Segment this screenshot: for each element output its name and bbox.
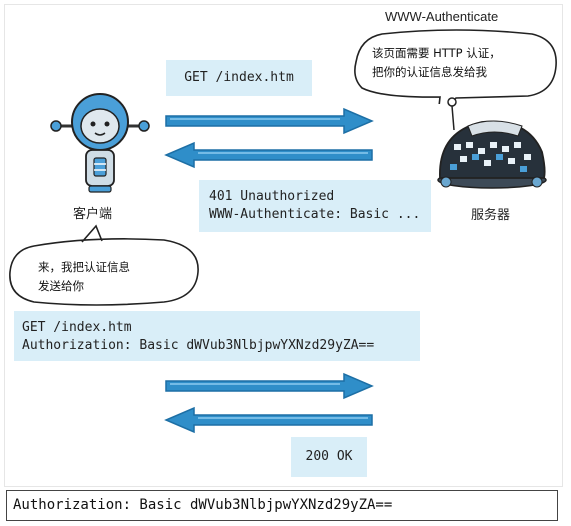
arrow-response2 bbox=[164, 406, 373, 434]
server-robot-icon bbox=[437, 97, 547, 189]
arrow-response1 bbox=[164, 141, 373, 169]
request1-text: GET /index.htm bbox=[184, 70, 294, 85]
arrow-request1 bbox=[165, 107, 374, 135]
request2-box: GET /index.htm Authorization: Basic dWVu… bbox=[14, 311, 420, 361]
client-bubble-line1: 来，我把认证信息 bbox=[38, 260, 130, 274]
response2-text: 200 OK bbox=[305, 449, 353, 464]
client-robot-icon bbox=[50, 93, 150, 193]
diagram-frame bbox=[4, 4, 563, 487]
response2-box: 200 OK bbox=[291, 437, 367, 477]
server-bubble-line1: 该页面需要 HTTP 认证， bbox=[372, 46, 501, 60]
server-title: WWW-Authenticate bbox=[385, 9, 499, 24]
response1-header: WWW-Authenticate: Basic ... bbox=[209, 207, 421, 222]
client-bubble-line2: 发送给你 bbox=[38, 279, 84, 293]
arrow-request2 bbox=[165, 372, 374, 400]
request2-line: GET /index.htm bbox=[22, 320, 132, 335]
client-speech-bubble bbox=[9, 224, 199, 306]
request2-auth-header: Authorization: Basic dWVub3NlbjpwYXNzd29… bbox=[22, 338, 375, 353]
server-label: 服务器 bbox=[471, 208, 511, 223]
footer-caption: Authorization: Basic dWVub3NlbjpwYXNzd29… bbox=[6, 490, 558, 521]
request1-box: GET /index.htm bbox=[166, 60, 312, 96]
server-speech-bubble bbox=[354, 29, 557, 104]
client-label: 客户端 bbox=[73, 207, 113, 222]
response1-status: 401 Unauthorized bbox=[209, 189, 335, 204]
response1-box: 401 Unauthorized WWW-Authenticate: Basic… bbox=[199, 180, 431, 232]
server-bubble-line2: 把你的认证信息发给我 bbox=[372, 65, 487, 79]
